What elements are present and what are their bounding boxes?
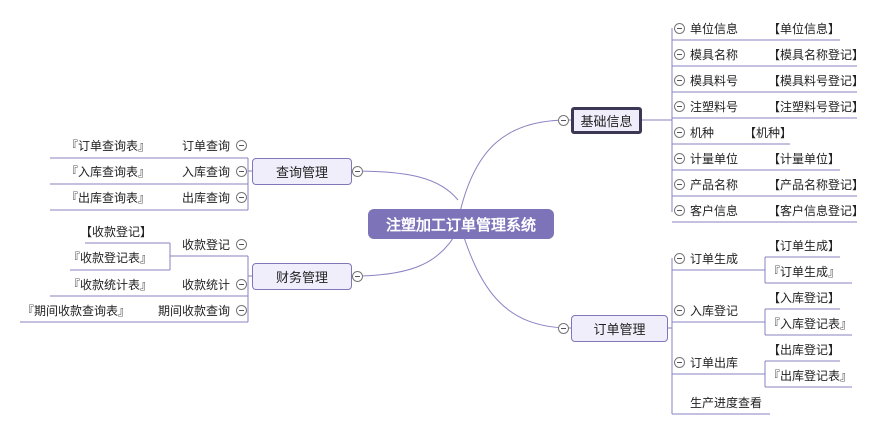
finance-form-0-0[interactable]: 【收款登记】: [79, 225, 152, 239]
collapse-finance-icon[interactable]: [352, 271, 363, 282]
connector-root-finance: [351, 229, 459, 277]
collapse-query-item-0-icon[interactable]: [236, 140, 247, 151]
query-form-1[interactable]: 『入库查询表』: [65, 165, 150, 179]
order-form-1-1[interactable]: 『入库登记表』: [768, 317, 853, 331]
order-item-3[interactable]: 生产进度查看: [690, 396, 763, 410]
collapse-order-icon[interactable]: [558, 323, 569, 334]
query-form-0[interactable]: 『订单查询表』: [65, 139, 150, 153]
basic-form-6[interactable]: 【产品名称登记】: [768, 178, 865, 192]
basic-underlines: [672, 39, 857, 223]
collapse-basic-icon[interactable]: [558, 115, 569, 126]
branch-query-management[interactable]: 查询管理: [252, 158, 352, 185]
query-item-2[interactable]: 出库查询: [181, 191, 230, 205]
connector-root-query: [351, 170, 459, 201]
connector-root-basic: [459, 119, 572, 213]
collapse-basic-item-1-icon[interactable]: [674, 49, 685, 60]
finance-item-1[interactable]: 收款统计: [181, 278, 230, 292]
finance-underlines: [20, 255, 248, 323]
basic-form-0[interactable]: 【单位信息】: [768, 22, 841, 36]
basic-item-4[interactable]: 机种: [690, 126, 715, 140]
collapse-basic-item-4-icon[interactable]: [674, 127, 685, 138]
collapse-query-item-2-icon[interactable]: [236, 192, 247, 203]
collapse-basic-item-7-icon[interactable]: [674, 205, 685, 216]
connector-root-order: [459, 224, 572, 329]
connector-basic-trunk: [642, 28, 673, 212]
basic-item-3[interactable]: 注塑料号: [690, 100, 739, 114]
basic-item-1[interactable]: 模具名称: [690, 48, 739, 62]
collapse-finance-item-0-icon[interactable]: [236, 239, 247, 250]
basic-item-6[interactable]: 产品名称: [690, 178, 739, 192]
order-form-2-0[interactable]: 【出库登记】: [768, 343, 841, 357]
finance-form-0-1[interactable]: 『收款登记表』: [67, 251, 152, 265]
order-form-0-0[interactable]: 【订单生成】: [768, 239, 841, 253]
basic-form-3[interactable]: 【注塑料号登记】: [768, 100, 865, 114]
collapse-basic-item-0-icon[interactable]: [674, 23, 685, 34]
order-form-1-0[interactable]: 【入库登记】: [768, 291, 841, 305]
collapse-basic-item-3-icon[interactable]: [674, 101, 685, 112]
query-form-2[interactable]: 『出库查询表』: [65, 191, 150, 205]
query-underlines: [50, 157, 248, 211]
order-item-1[interactable]: 入库登记: [690, 304, 739, 318]
basic-form-2[interactable]: 【模具料号登记】: [768, 74, 865, 88]
basic-item-0[interactable]: 单位信息: [690, 22, 739, 36]
branch-finance-management[interactable]: 财务管理: [252, 263, 352, 290]
collapse-basic-item-6-icon[interactable]: [674, 179, 685, 190]
finance-form-2-0[interactable]: 『期间收款查询表』: [21, 304, 130, 318]
order-form-0-1[interactable]: 『订单生成』: [768, 265, 841, 279]
order-item-2[interactable]: 订单出库: [690, 356, 739, 370]
collapse-finance-item-1-icon[interactable]: [236, 279, 247, 290]
order-form-2-1[interactable]: 『出库登记表』: [768, 369, 853, 383]
order-sub-lines: [764, 256, 852, 388]
collapse-query-icon[interactable]: [352, 166, 363, 177]
collapse-basic-item-5-icon[interactable]: [674, 153, 685, 164]
finance-item-0[interactable]: 收款登记: [181, 238, 230, 252]
collapse-order-item-0-icon[interactable]: [674, 253, 685, 264]
order-item-0[interactable]: 订单生成: [690, 252, 739, 266]
collapse-finance-item-2-icon[interactable]: [236, 305, 247, 316]
finance-item-2[interactable]: 期间收款查询: [157, 304, 230, 318]
branch-order-management[interactable]: 订单管理: [571, 315, 668, 342]
root-node[interactable]: 注塑加工订单管理系统: [368, 209, 554, 239]
connector-finance-trunk: [247, 256, 252, 322]
basic-item-7[interactable]: 客户信息: [690, 204, 739, 218]
connector-order-trunk: [668, 258, 673, 414]
basic-item-5[interactable]: 计量单位: [690, 152, 739, 166]
query-item-0[interactable]: 订单查询: [181, 139, 230, 153]
basic-item-2[interactable]: 模具料号: [690, 74, 739, 88]
order-underlines: [672, 269, 770, 415]
basic-form-7[interactable]: 【客户信息登记】: [768, 204, 865, 218]
collapse-order-item-2-icon[interactable]: [674, 357, 685, 368]
branch-basic-info[interactable]: 基础信息: [571, 107, 642, 134]
basic-form-1[interactable]: 【模具名称登记】: [768, 48, 865, 62]
collapse-query-item-1-icon[interactable]: [236, 166, 247, 177]
basic-form-4[interactable]: 【机种】: [744, 126, 793, 140]
collapse-order-item-1-icon[interactable]: [674, 305, 685, 316]
finance-sub-lines: [70, 242, 171, 271]
query-item-1[interactable]: 入库查询: [181, 165, 230, 179]
basic-form-5[interactable]: 【计量单位】: [768, 152, 841, 166]
collapse-basic-item-2-icon[interactable]: [674, 75, 685, 86]
finance-form-1-0[interactable]: 『收款统计表』: [67, 278, 152, 292]
